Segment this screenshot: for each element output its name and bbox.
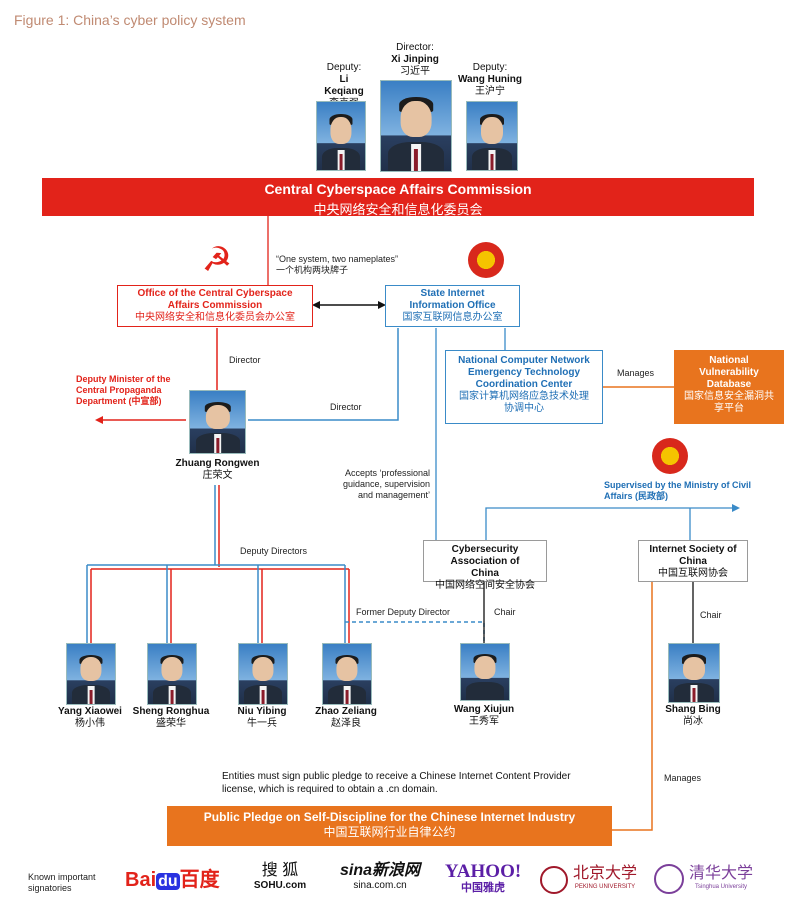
- director-label: Director: Xi Jinping 习近平: [386, 42, 444, 78]
- pku-logo: 北京大学 PEKING UNIVERSITY: [572, 865, 637, 890]
- state-emblem-icon: [468, 242, 504, 278]
- deputy-0-name: Yang Xiaowei: [58, 706, 122, 717]
- deputy-3-name: Zhao Zeliang: [315, 706, 377, 717]
- deputy-3-zh: 赵泽良: [331, 718, 361, 729]
- cert-box: National Computer Network Emergency Tech…: [445, 350, 603, 424]
- shang-bing-photo: [668, 643, 720, 703]
- director-name: Xi Jinping: [391, 54, 439, 65]
- one-system-zh: 一个机构两块牌子: [276, 265, 349, 275]
- wang-xiujun-name: Wang Xiujun: [453, 704, 515, 715]
- zhao-zeliang-photo: [322, 643, 372, 705]
- zhuang-label: Zhuang Rongwen 庄荣文: [160, 458, 275, 482]
- propaganda-label: Deputy Minister of the Central Propagand…: [76, 374, 171, 406]
- chair-label-2: Chair: [700, 610, 722, 620]
- wang-huning-photo: [466, 101, 518, 171]
- deputy-1-zh: 盛荣华: [156, 718, 186, 729]
- deputy-directors-label: Deputy Directors: [240, 546, 308, 556]
- csac-box: Cybersecurity Association of China 中国网络空…: [423, 540, 547, 591]
- deputy-zhao-label: Zhao Zeliang 赵泽良: [296, 706, 396, 730]
- accepts-label: Accepts ‘professional guidance, supervis…: [342, 468, 430, 500]
- deputy-0-zh: 杨小伟: [75, 718, 105, 729]
- civil-affairs-label: Supervised by the Ministry of Civil Affa…: [604, 480, 752, 501]
- deputy-right-zh: 王沪宁: [475, 86, 505, 97]
- deputy-left-role: Deputy:: [326, 62, 362, 73]
- office-zh: 中央网络安全和信息化委员会办公室: [135, 312, 295, 323]
- shang-bing-label: Shang Bing 尚冰: [643, 704, 743, 728]
- deputy-left-name: Li Keqiang: [324, 74, 364, 97]
- hammer-sickle-icon: ☭: [201, 241, 233, 279]
- yahoo-logo: YAHOO! 中国雅虎: [444, 861, 522, 895]
- isc-zh: 中国互联网协会: [658, 568, 728, 579]
- deputy-yang-label: Yang Xiaowei 杨小伟: [40, 706, 140, 730]
- wang-xiujun-photo: [460, 643, 510, 701]
- state-office-box: State Internet Information Office 国家互联网信…: [385, 285, 520, 327]
- director-label-1: Director: [229, 355, 261, 365]
- deputy-right-name: Wang Huning: [457, 74, 523, 85]
- vuln-db-box: National Vulnerability Database 国家信息安全漏洞…: [674, 350, 784, 424]
- director-zh: 习近平: [400, 66, 430, 77]
- commission-en: Central Cyberspace Affairs Commission: [264, 181, 532, 197]
- csac-zh: 中国网络空间安全协会: [435, 580, 535, 591]
- li-keqiang-photo: [316, 101, 366, 171]
- sohu-logo: 搜 狐 SOHU.com: [253, 862, 307, 891]
- one-system-en: “One system, two nameplates”: [276, 254, 399, 264]
- tsinghua-logo: 清华大学 Tsinghua University: [688, 865, 753, 890]
- commission-zh: 中央网络安全和信息化委员会: [313, 202, 483, 217]
- deputy-1-name: Sheng Ronghua: [132, 706, 210, 717]
- commission-banner: Central Cyberspace Affairs Commission 中央…: [42, 178, 754, 217]
- vuln-db-zh: 国家信息安全漏洞共享平台: [684, 391, 774, 414]
- cert-zh: 国家计算机网络应急技术处理协调中心: [459, 391, 589, 414]
- pledge-note: Entities must sign public pledge to rece…: [222, 771, 571, 795]
- sina-logo: sina新浪网 sina.com.cn: [339, 862, 421, 891]
- director-role: Director:: [396, 42, 434, 53]
- office-en: Office of the Central Cyberspace Affairs…: [137, 288, 293, 311]
- deputy-right-role: Deputy:: [472, 62, 508, 73]
- shang-bing-name: Shang Bing: [665, 704, 721, 715]
- state-office-zh: 国家互联网信息办公室: [402, 312, 503, 323]
- wang-xiujun-zh: 王秀军: [469, 716, 499, 727]
- isc-box: Internet Society of China 中国互联网协会: [638, 540, 748, 582]
- pledge-zh: 中国互联网行业自律公约: [323, 825, 456, 839]
- cert-en: National Computer Network Emergency Tech…: [458, 355, 590, 390]
- pku-emblem-icon: [540, 866, 568, 894]
- figure-title: Figure 1: China’s cyber policy system: [14, 12, 246, 28]
- niu-yibing-photo: [238, 643, 288, 705]
- vuln-db-en: National Vulnerability Database: [699, 355, 759, 390]
- one-system-label: “One system, two nameplates” 一个机构两块牌子: [276, 254, 426, 276]
- pledge-en: Public Pledge on Self-Discipline for the…: [203, 810, 576, 824]
- pledge-banner: Public Pledge on Self-Discipline for the…: [167, 806, 612, 846]
- csac-en: Cybersecurity Association of China: [450, 544, 520, 579]
- xi-jinping-photo: [380, 80, 452, 172]
- deputy-2-name: Niu Yibing: [237, 706, 287, 717]
- state-office-en: State Internet Information Office: [409, 288, 496, 311]
- deputy-right-label: Deputy: Wang Huning 王沪宁: [455, 62, 525, 98]
- former-deputy-label: Former Deputy Director: [356, 607, 451, 617]
- manages-label: Manages: [617, 368, 655, 378]
- manages-label-2: Manages: [664, 773, 702, 783]
- deputy-2-zh: 牛一兵: [247, 718, 277, 729]
- isc-en: Internet Society of China: [649, 544, 737, 567]
- zhuang-name: Zhuang Rongwen: [175, 458, 260, 469]
- deputy-sheng-label: Sheng Ronghua 盛荣华: [121, 706, 221, 730]
- tsinghua-emblem-icon: [654, 864, 684, 894]
- yang-xiaowei-photo: [66, 643, 116, 705]
- office-box: Office of the Central Cyberspace Affairs…: [117, 285, 313, 327]
- wang-xiujun-label: Wang Xiujun 王秀军: [434, 704, 534, 728]
- chair-label-1: Chair: [494, 607, 516, 617]
- director-label-2: Director: [330, 402, 362, 412]
- deputy-niu-label: Niu Yibing 牛一兵: [212, 706, 312, 730]
- sheng-ronghua-photo: [147, 643, 197, 705]
- shang-bing-zh: 尚冰: [683, 716, 703, 727]
- state-emblem-icon: [652, 438, 688, 474]
- signatories-label: Known important signatories: [28, 872, 96, 893]
- zhuang-zh: 庄荣文: [202, 470, 233, 481]
- zhuang-rongwen-photo: [189, 390, 246, 454]
